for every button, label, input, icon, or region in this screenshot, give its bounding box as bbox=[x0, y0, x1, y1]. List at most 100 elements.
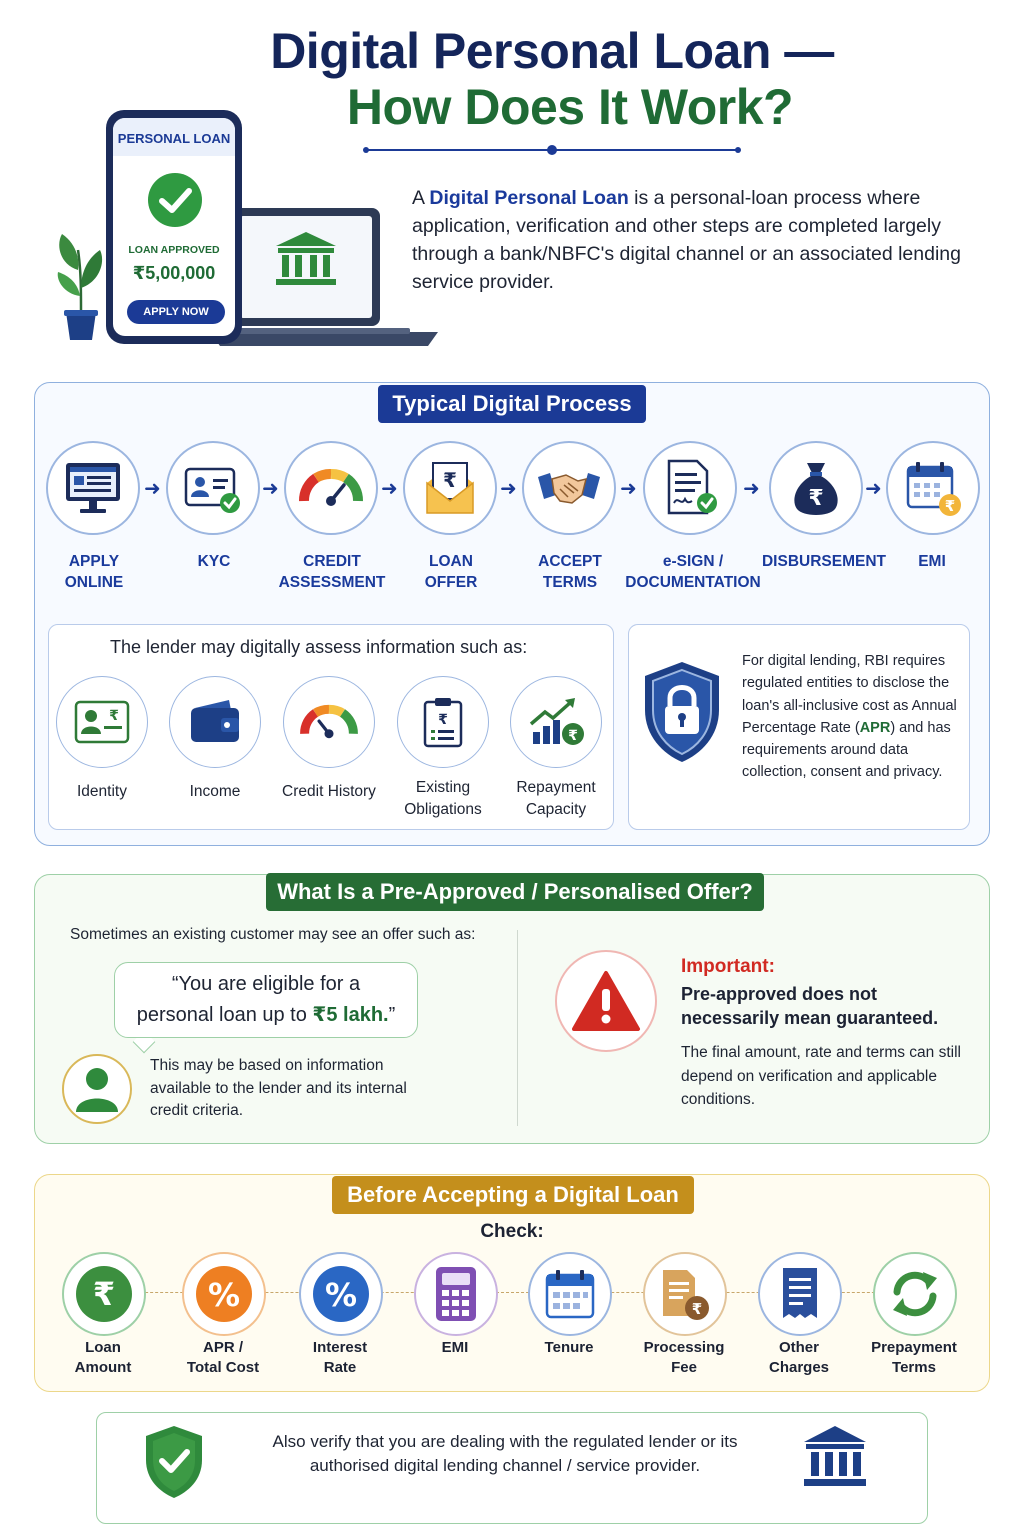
check-processing-fee: ₹ bbox=[643, 1252, 727, 1336]
shield-check-icon bbox=[146, 1426, 202, 1498]
document-sign-icon bbox=[667, 459, 717, 515]
bank-icon bbox=[804, 1426, 866, 1486]
check-item-label: APR / Total Cost bbox=[158, 1338, 288, 1378]
rupee-icon: ₹ bbox=[76, 1266, 132, 1322]
step-label: DISBURSEMENT bbox=[754, 551, 894, 572]
check-label-line2: Fee bbox=[671, 1359, 697, 1376]
rbi-apr: APR bbox=[859, 719, 891, 736]
assess-income bbox=[169, 676, 261, 768]
step-label: KYC bbox=[144, 551, 284, 572]
quote-amount: ₹5 lakh. bbox=[312, 1004, 389, 1026]
important-label: Important: bbox=[681, 956, 775, 977]
step-label-line1: ACCEPT bbox=[538, 553, 602, 570]
footer-box bbox=[96, 1412, 928, 1524]
step-arrow: ➜ bbox=[500, 478, 517, 500]
preapproved-intro: Sometimes an existing customer may see a… bbox=[70, 926, 476, 943]
step-label-line1: APPLY bbox=[68, 553, 120, 570]
svg-text:₹: ₹ bbox=[438, 712, 448, 728]
user-icon bbox=[76, 1068, 118, 1112]
check-label-line2: Total Cost bbox=[186, 1359, 260, 1376]
rbi-text-suffix: ) and has requirements around data colle… bbox=[742, 719, 951, 781]
important-heading: Pre-approved does not necessarily mean g… bbox=[681, 984, 939, 1028]
step-label-line1: LOAN bbox=[429, 553, 473, 570]
check-label-line1: APR / bbox=[202, 1339, 243, 1356]
check-connector-line bbox=[100, 1292, 920, 1293]
percent-icon: % bbox=[196, 1266, 252, 1322]
apply-now-button[interactable]: APPLY NOW bbox=[127, 300, 225, 324]
step-credit-assessment bbox=[284, 441, 378, 535]
step-label: LOAN OFFER bbox=[381, 551, 521, 593]
before-accepting-title: Before Accepting a Digital Loan bbox=[332, 1176, 694, 1214]
wallet-icon bbox=[191, 700, 239, 742]
check-apr-total-cost: % bbox=[182, 1252, 266, 1336]
id-card-icon: ₹ bbox=[74, 700, 130, 744]
avatar bbox=[62, 1054, 132, 1124]
check-interest-rate: % bbox=[299, 1252, 383, 1336]
id-card-icon bbox=[184, 467, 240, 513]
step-label-line2: TERMS bbox=[542, 574, 598, 591]
check-label-line1: Tenure bbox=[544, 1339, 594, 1356]
svg-text:%: % bbox=[325, 1276, 357, 1314]
intro-prefix: A bbox=[412, 187, 430, 209]
assess-credit-history bbox=[283, 676, 375, 768]
calendar-icon bbox=[545, 1270, 595, 1319]
step-label-line2: ONLINE bbox=[64, 574, 124, 591]
assess-title: The lender may digitally assess informat… bbox=[110, 637, 528, 657]
step-label-line2: DOCUMENTATION bbox=[625, 574, 761, 591]
check-loan-amount: ₹ bbox=[62, 1252, 146, 1336]
check-label-line2: Amount bbox=[74, 1359, 132, 1376]
assess-label-line1: Existing bbox=[415, 779, 471, 796]
assess-identity: ₹ bbox=[56, 676, 148, 768]
svg-text:₹: ₹ bbox=[93, 1275, 115, 1313]
step-label: APPLY ONLINE bbox=[24, 551, 164, 593]
check-label-line2: Terms bbox=[892, 1359, 936, 1376]
quote-line1: “You are eligible for a bbox=[171, 973, 361, 995]
assess-label: Credit History bbox=[269, 781, 389, 803]
assess-label-line1: Credit History bbox=[282, 783, 376, 800]
step-emi: ₹ bbox=[886, 441, 980, 535]
percent-icon: % bbox=[313, 1266, 369, 1322]
assess-label: Identity bbox=[42, 781, 162, 803]
assess-label-line1: Income bbox=[189, 783, 241, 800]
check-label: Check: bbox=[480, 1221, 544, 1242]
step-label: EMI bbox=[862, 551, 1002, 572]
process-section-title: Typical Digital Process bbox=[378, 385, 646, 423]
step-arrow: ➜ bbox=[865, 478, 882, 500]
page-title-line2: How Does It Work? bbox=[346, 79, 794, 135]
calculator-icon bbox=[436, 1267, 476, 1321]
phone-mockup: PERSONAL LOAN LOAN APPROVED ₹5,00,000 AP… bbox=[106, 110, 242, 344]
assess-existing-obligations: ₹ bbox=[397, 676, 489, 768]
check-tenure bbox=[528, 1252, 612, 1336]
check-item-label: Tenure bbox=[504, 1338, 634, 1358]
svg-text:₹: ₹ bbox=[568, 728, 578, 744]
warning-circle bbox=[555, 950, 657, 1052]
warning-icon bbox=[572, 971, 640, 1031]
step-arrow: ➜ bbox=[620, 478, 637, 500]
check-label-line1: EMI bbox=[441, 1339, 469, 1356]
growth-chart-icon: ₹ bbox=[529, 698, 584, 745]
check-label-line1: Other bbox=[778, 1339, 819, 1356]
intro-rest: is a personal-loan process where applica… bbox=[412, 187, 961, 293]
page-title-line1: Digital Personal Loan — bbox=[270, 23, 834, 79]
intro-highlight: Digital Personal Loan bbox=[429, 187, 629, 209]
preapproved-section-title: What Is a Pre-Approved / Personalised Of… bbox=[266, 873, 764, 911]
check-emi bbox=[414, 1252, 498, 1336]
step-label-line2: OFFER bbox=[424, 574, 478, 591]
clipboard-icon: ₹ bbox=[423, 698, 463, 748]
fee-document-icon: ₹ bbox=[663, 1270, 709, 1320]
calendar-rupee-icon: ₹ bbox=[906, 462, 961, 516]
check-item-label: EMI bbox=[390, 1338, 520, 1358]
step-label: e-SIGN /DOCUMENTATION bbox=[620, 551, 766, 593]
step-arrow: ➜ bbox=[144, 478, 161, 500]
step-arrow: ➜ bbox=[262, 478, 279, 500]
check-label-line1: Loan bbox=[85, 1339, 121, 1356]
step-label-line1: KYC bbox=[197, 553, 231, 570]
step-label-line1: CREDIT bbox=[303, 553, 361, 570]
laptop-illustration bbox=[210, 208, 438, 346]
